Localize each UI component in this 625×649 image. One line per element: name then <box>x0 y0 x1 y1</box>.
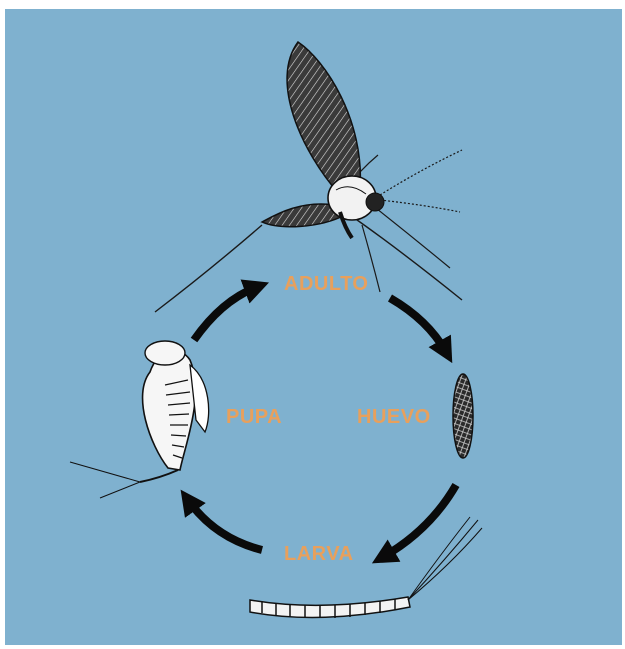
label-larva: LARVA <box>284 543 354 565</box>
arrow-egg-to-larva <box>383 485 456 557</box>
label-adult: ADULTO <box>284 273 368 295</box>
adult-mosquito-illustration <box>155 42 462 312</box>
label-egg: HUEVO <box>357 406 431 428</box>
larva-illustration <box>250 517 482 618</box>
egg-illustration <box>453 374 473 458</box>
arrow-pupa-to-adult <box>194 287 257 340</box>
pupa-illustration <box>70 341 209 498</box>
label-pupa: PUPA <box>226 406 282 428</box>
arrow-larva-to-pupa <box>188 500 262 550</box>
arrow-adult-to-egg <box>390 298 446 352</box>
